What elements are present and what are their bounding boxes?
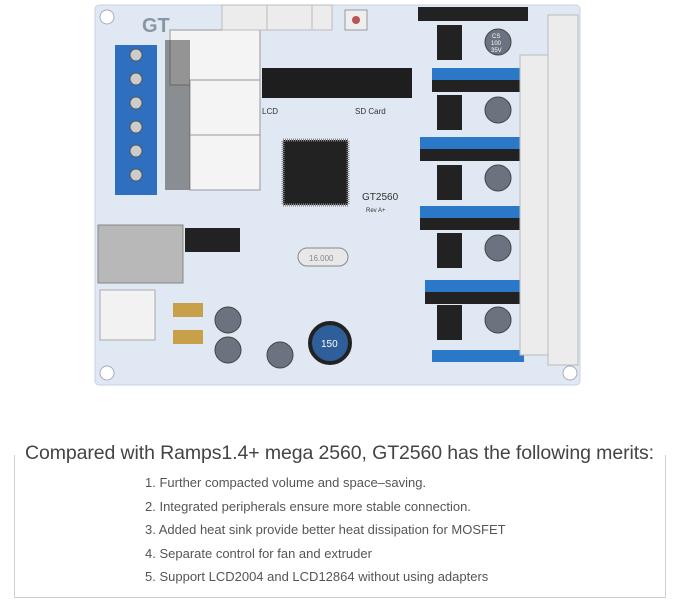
merits-heading: Compared with Ramps1.4+ mega 2560, GT256…	[0, 442, 679, 465]
sd-header	[337, 68, 412, 98]
merit-item: 1. Further compacted volume and space–sa…	[145, 475, 427, 490]
mount-hole	[562, 365, 578, 381]
lcd-label: LCD	[262, 107, 278, 116]
crystal-label: 16.000	[309, 254, 334, 263]
endstop-connectors	[519, 14, 579, 366]
board-name: GT2560	[362, 192, 399, 203]
board-rev: Rev A+	[366, 208, 386, 214]
jumpers	[437, 25, 462, 340]
merit-item: 4. Separate control for fan and extruder	[145, 545, 372, 561]
cap-label: 35V	[491, 48, 502, 54]
fan-connectors	[221, 4, 333, 31]
usb-port	[97, 224, 184, 284]
gt2560-board-photo: GT LCD SD Card GT2560 Rev A+ 16.000 CS 1…	[94, 4, 581, 386]
crystal	[297, 247, 349, 267]
driver-sockets	[418, 7, 528, 362]
terminal-screws	[129, 48, 143, 182]
merits-heading-text: Compared with Ramps1.4+ mega 2560, GT256…	[20, 442, 658, 464]
inductor-label: 150	[321, 339, 338, 350]
capacitors	[214, 28, 512, 369]
merit-item: 2. Integrated peripherals ensure more st…	[145, 498, 471, 514]
cap-label: CS	[492, 34, 500, 40]
cap-label: 100	[491, 41, 502, 47]
board-logo: GT	[142, 15, 170, 37]
merit-item: 3. Added heat sink provide better heat d…	[145, 522, 506, 538]
mcu-chip	[281, 138, 350, 207]
merits-frame	[14, 455, 666, 598]
merit-item: 5. Support LCD2004 and LCD12864 without …	[145, 569, 489, 585]
merits-list: 1. Further compacted volume and space–sa…	[145, 474, 506, 592]
mount-hole	[99, 9, 115, 25]
inductor	[308, 321, 352, 365]
lcd-header	[262, 68, 337, 98]
sd-label: SD Card	[355, 107, 386, 116]
power-connector	[99, 289, 156, 341]
mount-hole	[99, 365, 115, 381]
